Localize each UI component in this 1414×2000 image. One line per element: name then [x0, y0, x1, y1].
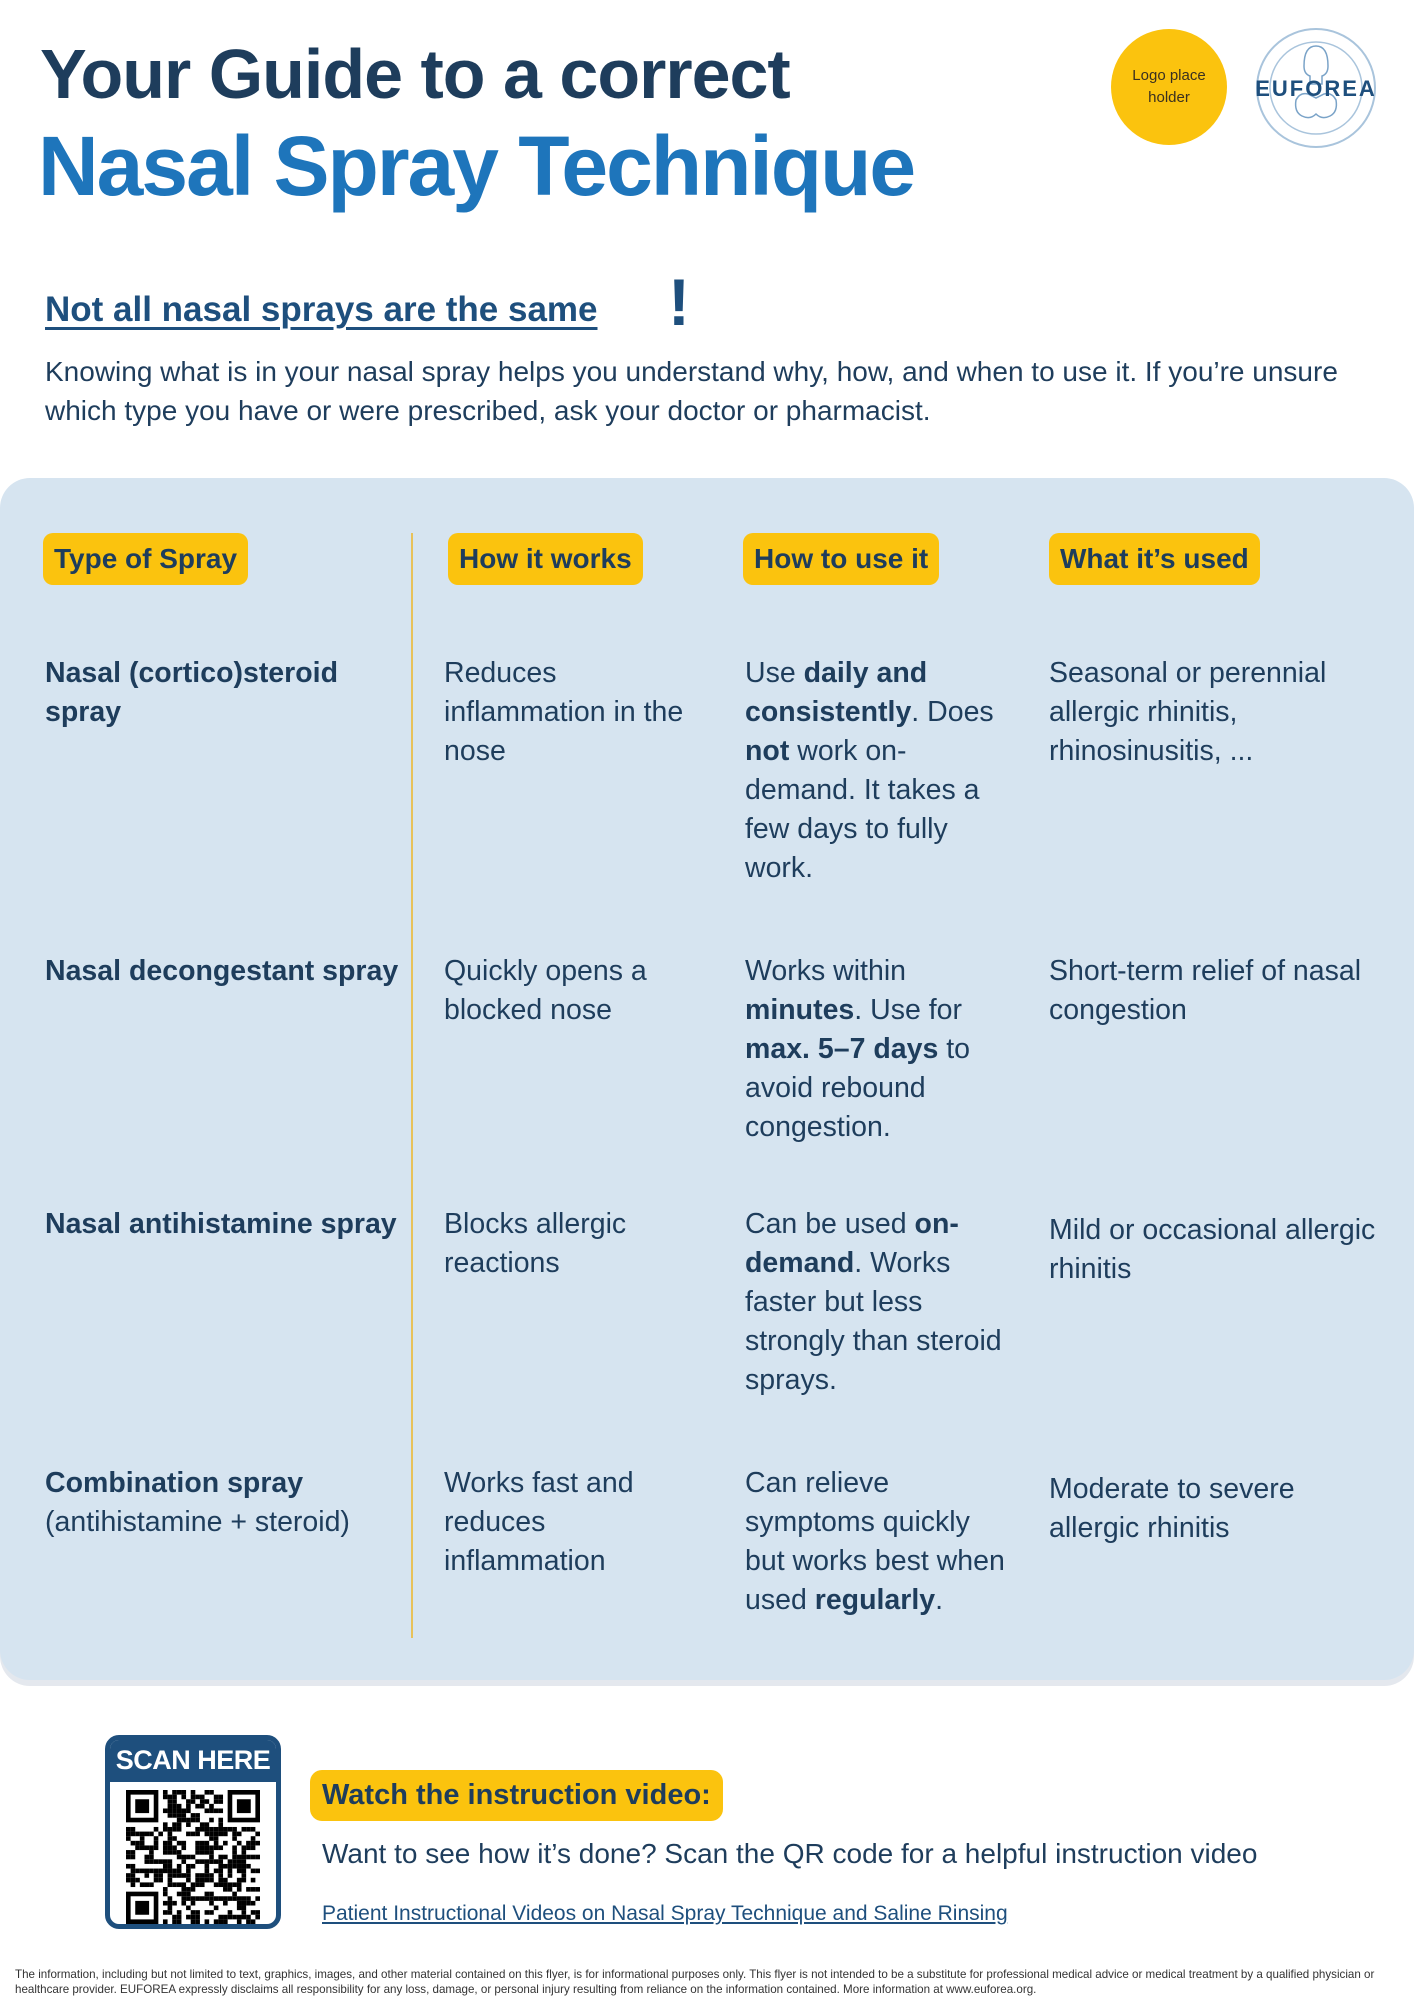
cell-text: . Does	[911, 696, 994, 728]
scan-here-label: SCAN HERE	[110, 1740, 276, 1782]
table-cell: Short-term relief of nasal congestion	[1049, 952, 1389, 1030]
cell-text: daily and consistently	[745, 657, 928, 728]
cell-text: Can be used	[745, 1208, 915, 1240]
cell-text: Moderate to severe allergic rhinitis	[1049, 1473, 1295, 1544]
exclamation-icon: !	[668, 265, 690, 339]
cell-text: work on-demand. It takes a few days to f…	[745, 735, 980, 884]
euforea-logo: EUFOREA	[1255, 28, 1377, 148]
cell-text: max. 5–7 days	[745, 1033, 939, 1065]
cell-text: . Use for	[854, 994, 962, 1026]
section-heading: Not all nasal sprays are the same	[45, 290, 598, 329]
table-cell: Moderate to severe allergic rhinitis	[1049, 1470, 1389, 1548]
qr-code-icon[interactable]	[126, 1790, 260, 1924]
header-what-its-used: What it’s used	[1049, 533, 1260, 585]
title-line-2: Nasal Spray Technique	[38, 119, 916, 213]
header-how-to-use: How to use it	[743, 533, 940, 585]
table-cell: Can relieve symptoms quickly but works b…	[745, 1464, 1015, 1620]
table-cell: Use daily and consistently. Does not wor…	[745, 654, 1015, 888]
table-cell: Mild or occasional allergic rhinitis	[1049, 1211, 1389, 1289]
cell-text: Nasal (cortico)steroid spray	[45, 657, 338, 728]
table-cell: Works within minutes. Use for max. 5–7 d…	[745, 952, 1015, 1147]
cell-text: Mild or occasional allergic rhinitis	[1049, 1214, 1376, 1285]
qr-code-box[interactable]: SCAN HERE	[105, 1735, 281, 1929]
column-divider	[411, 533, 413, 1638]
cell-text: Nasal antihistamine spray	[45, 1208, 397, 1240]
cell-text: Use	[745, 657, 804, 689]
cell-text: Combination spray	[45, 1467, 304, 1499]
table-cell: Can be used on-demand. Works faster but …	[745, 1205, 1015, 1400]
table-cell: Works fast and reduces inflammation	[444, 1464, 694, 1581]
table-cell: Seasonal or perennial allergic rhinitis,…	[1049, 654, 1389, 771]
cell-text: on-demand	[745, 1208, 959, 1279]
cell-text: to avoid rebound congestion.	[745, 1033, 970, 1143]
video-description: Want to see how it’s done? Scan the QR c…	[322, 1838, 1258, 1869]
cell-text: Short-term relief of nasal congestion	[1049, 955, 1362, 1026]
header-how-it-works: How it works	[448, 533, 643, 585]
table-cell: Combination spray (antihistamine + stero…	[45, 1464, 405, 1542]
table-cell: Reduces inflammation in the nose	[444, 654, 694, 771]
cell-text: (antihistamine + steroid)	[45, 1506, 350, 1538]
cell-text: minutes	[745, 994, 855, 1026]
cell-text: Works within	[745, 955, 907, 987]
header-type-of-spray: Type of Spray	[43, 533, 249, 585]
cell-text: .	[935, 1584, 944, 1616]
table-cell: Blocks allergic reactions	[444, 1205, 694, 1283]
cell-text: . Works faster but less strongly than st…	[745, 1247, 1002, 1396]
euforea-wordmark: EUFOREA	[1255, 76, 1377, 101]
instructional-videos-link[interactable]: Patient Instructional Videos on Nasal Sp…	[322, 1902, 1008, 1925]
cell-text: Can relieve symptoms quickly but works b…	[745, 1467, 1005, 1616]
cell-text: regularly	[814, 1584, 936, 1616]
table-cell: Quickly opens a blocked nose	[444, 952, 694, 1030]
cell-text: Quickly opens a blocked nose	[444, 955, 647, 1026]
title-line-1: Your Guide to a correct	[40, 35, 791, 113]
cell-text: Nasal decongestant spray	[45, 955, 399, 987]
intro-paragraph: Knowing what is in your nasal spray help…	[45, 356, 1338, 426]
logo-placeholder: Logo place holder	[1111, 29, 1227, 145]
logo-placeholder-text: Logo place holder	[1132, 67, 1206, 106]
spray-types-table	[0, 478, 1414, 1680]
cell-text: Blocks allergic reactions	[444, 1208, 627, 1279]
table-cell: Nasal (cortico)steroid spray	[45, 654, 405, 732]
disclaimer: The information, including but not limit…	[15, 1968, 1375, 1996]
table-cell: Nasal decongestant spray	[45, 952, 405, 991]
watch-video-heading: Watch the instruction video:	[310, 1770, 723, 1821]
table-cell: Nasal antihistamine spray	[45, 1205, 405, 1244]
cell-text: Seasonal or perennial allergic rhinitis,…	[1049, 657, 1327, 767]
cell-text: not	[745, 735, 790, 767]
cell-text: Works fast and reduces inflammation	[444, 1467, 634, 1577]
cell-text: Reduces inflammation in the nose	[444, 657, 684, 767]
